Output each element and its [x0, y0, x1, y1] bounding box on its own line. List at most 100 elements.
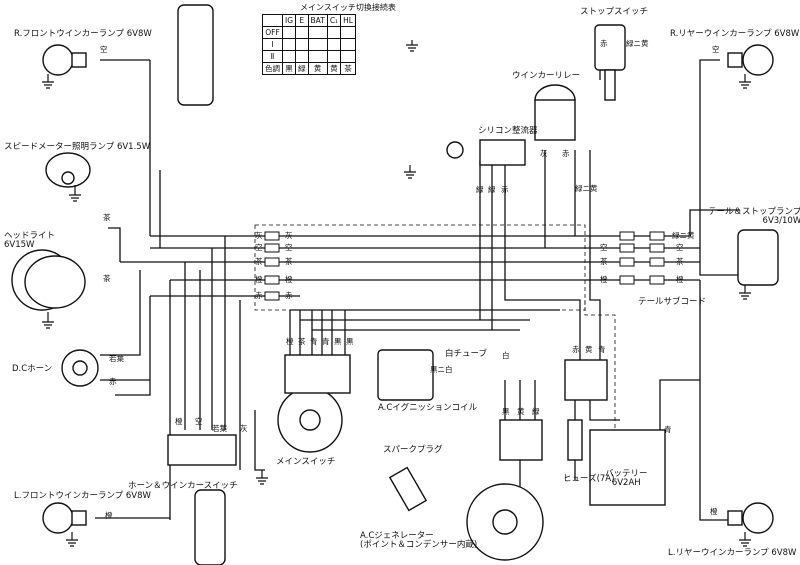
- main-connector-block: [284, 354, 351, 394]
- wire-label: 灰: [255, 231, 263, 240]
- wire-label: 黒: [502, 407, 510, 416]
- speedometer-lamp: [45, 152, 91, 188]
- wire-label: 茶: [285, 257, 293, 266]
- label-tail-stop-lamp: テール＆ストップランプ 6V3/10W: [708, 207, 800, 226]
- r-front-winker-lamp: [42, 44, 87, 76]
- wire-label: 空: [676, 243, 684, 252]
- wire-label: 緑ニ黄: [672, 231, 695, 240]
- wire-label: 赤: [600, 39, 608, 48]
- wire-label: 黄: [585, 345, 593, 354]
- wire-label: 空: [285, 243, 293, 252]
- wire-label: 黄: [517, 407, 525, 416]
- wire-label: 緑ニ黄: [626, 39, 649, 48]
- wire-label: 灰: [285, 231, 293, 240]
- label-r-front-winker: R.フロントウインカーランプ 6V8W: [14, 29, 152, 39]
- wire-label: 若葉: [109, 354, 124, 363]
- label-l-rear-winker: L.リヤーウインカーランプ 6V8W: [668, 548, 797, 558]
- ac-generator: [466, 483, 544, 561]
- wire-label: 茶: [676, 257, 684, 266]
- wire-label: 橙: [600, 275, 608, 284]
- wire-label: 茶: [255, 257, 263, 266]
- label-white-tube: 白チューブ: [445, 349, 487, 359]
- wire-label: 橙: [255, 275, 263, 284]
- wire-label: 赤: [501, 185, 509, 194]
- label-ac-generator: A.Cジェネレーター (ポイント＆コンデンサー内蔵): [360, 531, 478, 550]
- switch-table-row: 色調 黒 緑 黄 黄 茶: [262, 62, 356, 75]
- label-winker-relay: ウインカーリレー: [512, 71, 581, 81]
- label-silicon-rectifier: シリコン整流器: [478, 126, 538, 136]
- wire-label: 茶: [600, 257, 608, 266]
- wire-label: 緑: [532, 407, 540, 416]
- wire-label: 空: [255, 243, 263, 252]
- label-main-switch: メインスイッチ: [276, 457, 336, 467]
- wire-label: 橙: [286, 337, 294, 346]
- label-fuse: ヒューズ(7A): [563, 474, 615, 484]
- wire-label: 赤: [562, 149, 570, 158]
- wire-label: 橙: [710, 507, 718, 516]
- label-l-front-winker: L.フロントウインカーランプ 6V8W: [14, 491, 151, 501]
- wire-label: 茶: [298, 337, 306, 346]
- wire-label: 若葉: [212, 424, 227, 433]
- wire-label: 白: [502, 351, 510, 360]
- label-battery: バッテリー 6V2AH: [605, 469, 648, 488]
- fuse: [567, 419, 583, 461]
- headlight: [11, 249, 86, 311]
- wire-label: 空: [195, 417, 203, 426]
- wire-label: 茶: [103, 274, 111, 283]
- wire-label: 灰: [240, 424, 248, 433]
- wire-label: 茶: [103, 213, 111, 222]
- horn-winker-switch-box: [167, 434, 237, 466]
- wire-label: 青: [664, 425, 672, 434]
- wire-label: 黒ニ白: [430, 365, 453, 374]
- handlebar-grip-top: [177, 4, 214, 106]
- l-front-winker-lamp: [42, 502, 87, 534]
- wire-label: 橙: [676, 275, 684, 284]
- label-horn-winker-switch: ホーン＆ウインカースイッチ: [128, 481, 238, 491]
- wire-label: 黒: [346, 337, 354, 346]
- wire-label: 空: [600, 243, 608, 252]
- switch-table-title: メインスイッチ切換接続表: [300, 3, 396, 12]
- wire-label: 緑ニ黄: [575, 184, 598, 193]
- wire-label: 赤: [109, 377, 117, 386]
- switch-table-header: IG E BAT C₁ HL: [262, 14, 356, 27]
- spark-plug: [388, 466, 428, 512]
- label-dc-horn: D.Cホーン: [12, 364, 53, 374]
- wire-label: 緑: [488, 185, 496, 194]
- label-ac-ignition-coil: A.Cイグニッションコイル: [378, 403, 478, 413]
- label-headlight: ヘッドライト 6V15W: [4, 231, 56, 250]
- label-r-rear-winker: R.リヤーウインカーランプ 6V8W: [670, 29, 800, 39]
- wire-label: 灰: [540, 149, 548, 158]
- wire-label: 橙: [285, 275, 293, 284]
- switch-table-row: Ⅱ: [262, 50, 356, 63]
- label-spark-plug: スパークプラグ: [383, 445, 443, 455]
- wire-label: 黒: [334, 337, 342, 346]
- main-switch: [277, 387, 343, 453]
- r-rear-winker-lamp: [727, 44, 774, 76]
- l-rear-winker-lamp: [727, 502, 774, 534]
- wire-label: 空: [712, 45, 720, 54]
- label-tail-subcord: テールサブコード: [638, 297, 707, 307]
- wire-label: 青: [598, 345, 606, 354]
- winker-relay: [534, 84, 576, 141]
- wire-label: 赤: [572, 345, 580, 354]
- wire-label: 橙: [105, 511, 113, 520]
- ground-terminal: [446, 141, 464, 159]
- wire-label: 緑: [476, 185, 484, 194]
- wire-label: 青: [322, 337, 330, 346]
- switch-table-row: Ⅰ: [262, 38, 356, 51]
- label-speedometer-lamp: スピードメーター照明ランプ 6V1.5W: [4, 142, 151, 152]
- tail-stop-lamp: [737, 229, 779, 286]
- wire-label: 赤: [255, 291, 263, 300]
- wire-label: 赤: [285, 291, 293, 300]
- ac-ignition-coil: [377, 349, 434, 401]
- silicon-rectifier: [479, 139, 526, 166]
- handlebar-grip-bottom: [194, 489, 226, 565]
- wire-label: 青: [310, 337, 318, 346]
- label-stop-switch: ストップスイッチ: [580, 7, 649, 17]
- dc-horn: [61, 349, 99, 387]
- wire-label: 橙: [175, 417, 183, 426]
- wire-label: 空: [100, 45, 108, 54]
- battery: [589, 429, 666, 506]
- switch-table-row: OFF: [262, 26, 356, 39]
